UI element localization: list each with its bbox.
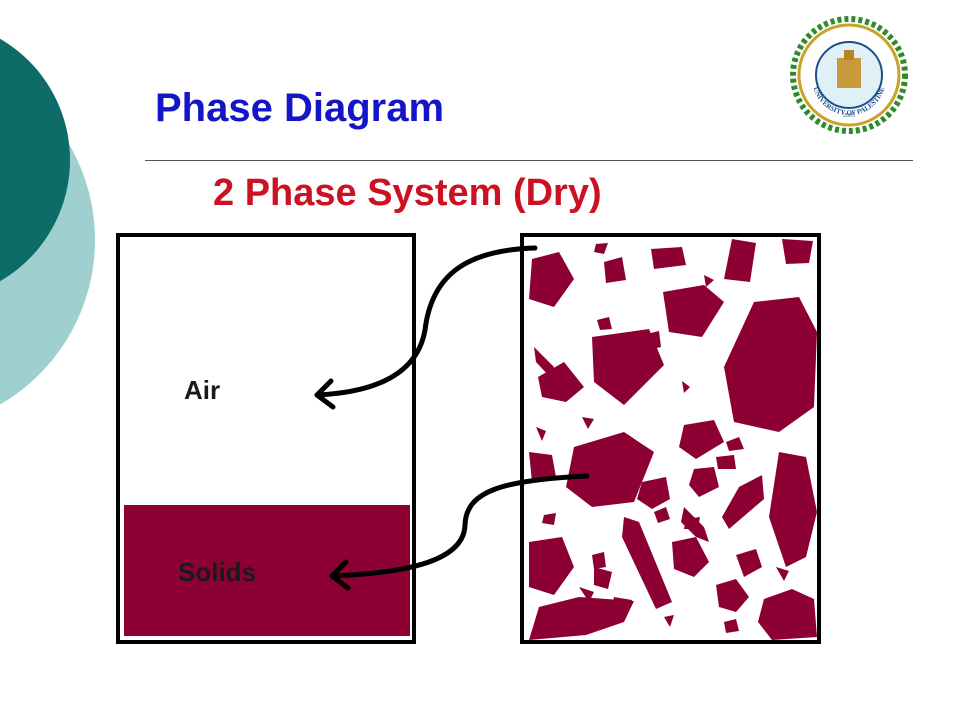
soil-particle <box>724 619 739 633</box>
soil-particle <box>536 427 546 441</box>
soil-particle <box>681 507 709 542</box>
soil-particle <box>534 347 554 377</box>
soil-particle <box>529 252 574 307</box>
soil-particle <box>716 455 736 469</box>
soil-particle <box>664 615 674 627</box>
soil-particle <box>637 477 670 509</box>
university-logo: UNIVERSITY OF PALESTINE 2003 <box>790 16 908 134</box>
soil-particle <box>594 243 608 254</box>
soil-particle <box>622 517 672 609</box>
soil-particle <box>582 417 594 429</box>
soil-particles <box>529 239 817 640</box>
soil-particle <box>529 597 634 640</box>
soil-particle <box>529 452 556 482</box>
air-label: Air <box>184 375 221 405</box>
soil-particle <box>736 549 762 577</box>
soil-particle <box>704 275 714 287</box>
soil-particle <box>782 239 813 264</box>
page-subtitle: 2 Phase System (Dry) <box>213 172 602 214</box>
soil-particle <box>724 239 756 282</box>
solids-label: Solids <box>178 557 257 587</box>
soil-particle <box>592 552 606 569</box>
soil-particle <box>716 579 749 612</box>
soil-particle <box>592 329 664 405</box>
soil-particle <box>597 317 612 330</box>
soil-particle <box>651 247 686 269</box>
soil-sample-box <box>520 233 821 644</box>
soil-particle <box>726 437 744 451</box>
soil-particle <box>538 362 584 402</box>
soil-particle <box>776 567 789 581</box>
logo-year: 2003 <box>843 113 855 119</box>
soil-particle <box>594 567 612 589</box>
dark-teal-circle <box>0 38 70 282</box>
soil-particle <box>604 257 626 283</box>
soil-particle <box>769 452 817 567</box>
soil-particle <box>682 381 690 393</box>
phase-diagram-box: Air Solids <box>116 233 416 644</box>
soil-particle <box>542 513 556 525</box>
wreath-ring <box>790 16 908 134</box>
soil-particle <box>722 475 764 529</box>
building-icon <box>837 58 861 88</box>
page-title: Phase Diagram <box>155 86 445 130</box>
title-divider <box>145 160 913 161</box>
soil-particle <box>689 467 719 497</box>
soil-particle <box>724 297 817 432</box>
soil-particle <box>654 507 670 523</box>
solids-phase <box>124 505 410 636</box>
soil-particle <box>679 420 724 459</box>
soil-particle <box>672 537 709 577</box>
soil-particle <box>663 285 724 337</box>
building-tower-icon <box>844 50 854 60</box>
soil-particle <box>529 537 574 595</box>
soil-particle <box>758 589 817 640</box>
